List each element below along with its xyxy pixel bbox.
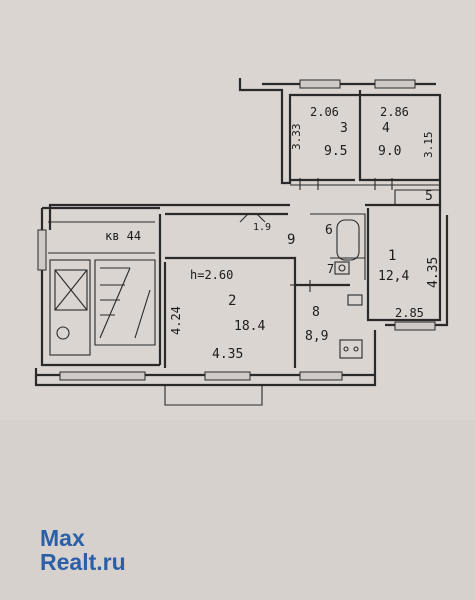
- room-3-number: 3: [340, 121, 348, 136]
- room-8-number: 8: [312, 305, 320, 320]
- room-2-area: 18.4: [234, 319, 265, 334]
- dim-room4-width: 2.86: [380, 105, 409, 119]
- dim-room2-depth: 4.24: [169, 306, 183, 335]
- internal-walls: [48, 90, 440, 368]
- room-8-area: 8,9: [305, 329, 328, 344]
- room-7-number: 7: [327, 262, 334, 276]
- corridor-label: 9: [287, 232, 295, 248]
- dim-room3-width: 2.06: [310, 105, 339, 119]
- dim-room3-depth: 3.33: [290, 124, 303, 151]
- dim-room1-depth: 4.35: [426, 257, 441, 288]
- room-4-area: 9.0: [378, 144, 401, 159]
- room-6-number: 6: [325, 223, 333, 238]
- watermark-logo: Max Realt.ru: [40, 526, 126, 574]
- room-4-number: 4: [382, 121, 390, 136]
- doors: [239, 178, 393, 292]
- dim-room2-width: 4.35: [212, 347, 243, 362]
- room-3-area: 9.5: [324, 144, 347, 159]
- room-1-number: 1: [388, 248, 396, 264]
- room-1-area: 12,4: [378, 269, 409, 284]
- watermark-line1: Max: [40, 525, 85, 551]
- dim-room1-width: 2.85: [395, 306, 424, 320]
- windows: [37, 79, 436, 381]
- watermark-line2: Realt.ru: [40, 549, 126, 575]
- stairwell: [49, 259, 156, 356]
- room-2-number: 2: [228, 293, 236, 309]
- dim-hall-width: 1.9: [253, 222, 271, 233]
- ceiling-height-label: h=2.60: [190, 268, 233, 282]
- dim-room4-depth: 3.15: [422, 132, 435, 159]
- fixtures: [334, 219, 363, 359]
- apartment-label: кв 44: [105, 229, 141, 243]
- room-5-number: 5: [425, 189, 433, 204]
